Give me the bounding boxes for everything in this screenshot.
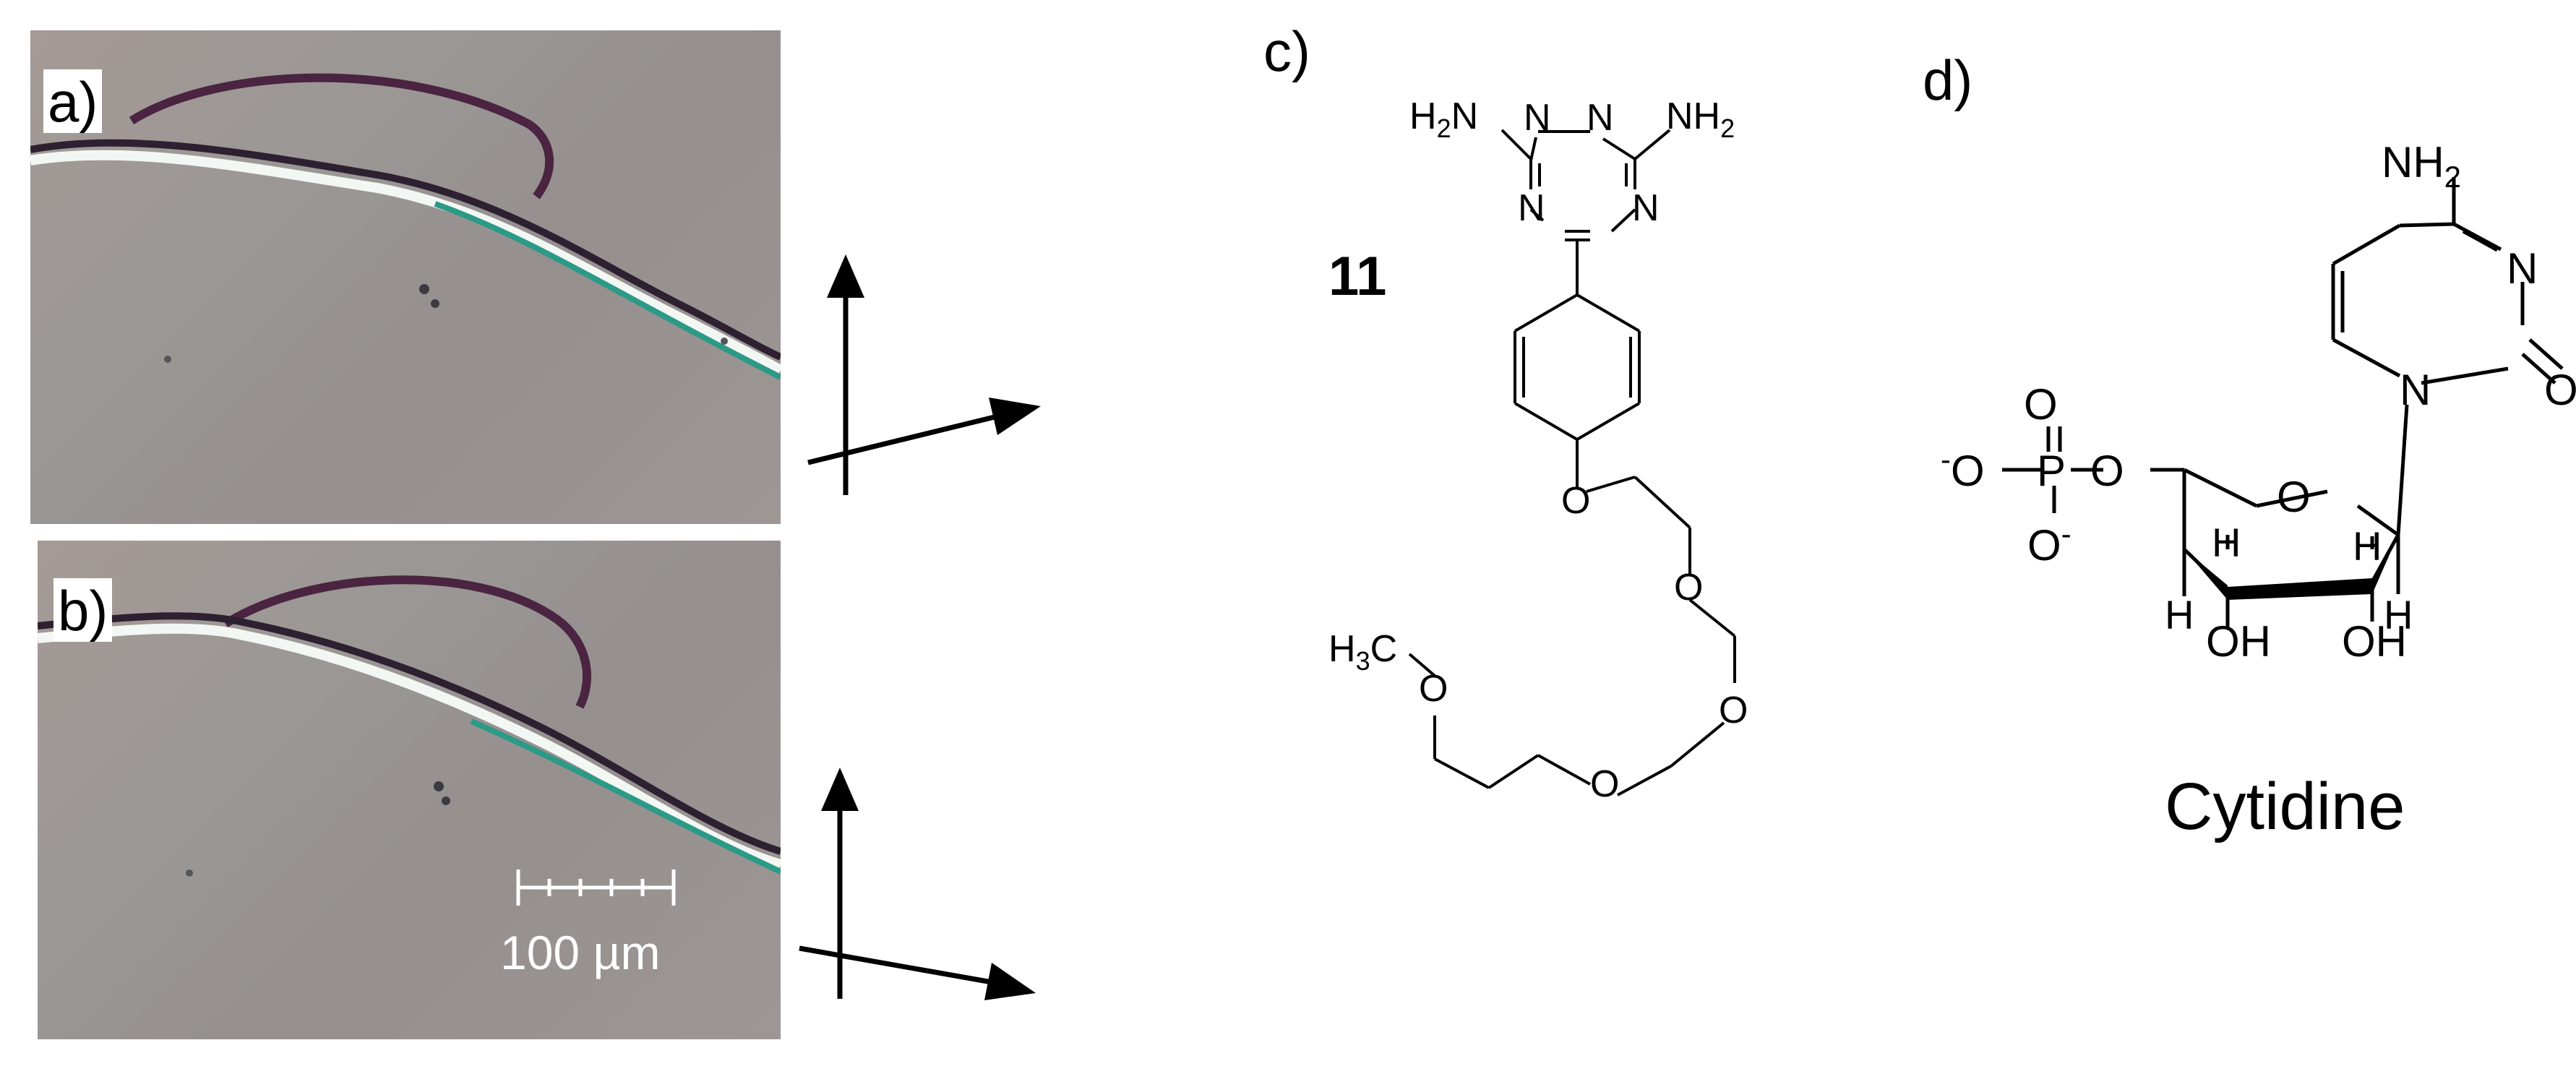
atom-label: O (1590, 763, 1619, 805)
membrane-green-edge (470, 718, 781, 875)
compound-11-atoms: N N N N NH2 H2N O O O O O H3C (1328, 95, 1748, 805)
atom-label: O (1561, 480, 1590, 522)
axes-indicator-b (799, 768, 1036, 1000)
vertical-arrowhead (821, 768, 859, 811)
amine-right: NH2 (1666, 95, 1735, 143)
methyl-group: H3C (1328, 628, 1397, 676)
atom-label: O (1674, 567, 1703, 609)
hydroxyl-group: OH (2206, 617, 2271, 666)
compound-number: 11 (1328, 246, 1387, 307)
particle (434, 781, 444, 791)
atom-label: H (2212, 520, 2241, 565)
panel-label-b: b) (53, 578, 113, 642)
atom-label: H (2384, 592, 2413, 637)
axes-indicator-a (807, 254, 1041, 495)
membrane-bright-edge (30, 150, 781, 375)
micrograph-b: b) 100 µm (38, 541, 781, 1039)
atom-label: O (2544, 366, 2576, 414)
panel-label-c: c) (1263, 20, 1310, 83)
atom-label: N (2400, 366, 2431, 414)
atom-label: O (1419, 668, 1448, 710)
atom-label: O (2024, 380, 2058, 429)
micrograph-a-features (30, 73, 781, 380)
amine-group: NH2 (2382, 138, 2461, 194)
panel-label-a: a) (43, 69, 103, 133)
vertical-arrowhead (827, 254, 864, 298)
particle (442, 796, 450, 805)
atom-label: H (2353, 523, 2382, 569)
particle (431, 299, 439, 308)
horizontal-axis-arrow (799, 945, 997, 986)
phosphate-o-minus-bottom: O- (2027, 517, 2071, 570)
atom-label: P (2037, 447, 2066, 495)
micrograph-a: a) (30, 30, 781, 524)
hydroxyl-group: OH (2342, 617, 2407, 666)
droplet-rim (129, 73, 554, 199)
panel-label-d: d) (1923, 48, 1973, 112)
phosphate-o-minus-left: -O (1941, 442, 1985, 495)
membrane-dark-edge (38, 612, 781, 855)
atom-label: N (1587, 97, 1614, 139)
ribose-bold-bond (2228, 578, 2372, 600)
atom-label: N (1524, 97, 1551, 139)
membrane-bright-edge (38, 623, 781, 869)
scale-bar-label: 100 µm (500, 926, 661, 979)
compound-name-cytidine: Cytidine (2165, 770, 2405, 843)
membrane-green-edge (434, 201, 781, 380)
ribose-wedge-left (2184, 549, 2228, 600)
membrane-dark-edge (30, 139, 781, 361)
particle (419, 284, 429, 294)
atom-label: N (1632, 187, 1660, 229)
scale-bar (516, 869, 676, 906)
atom-label: O (1719, 689, 1748, 731)
droplet-rim (223, 575, 591, 709)
cytidine-atoms: NH2 N N O O O P O -O O- H H H H OH OH (1941, 138, 2576, 666)
atom-label: H (2165, 592, 2194, 637)
atom-label: N (1518, 187, 1545, 229)
amine-left: H2N (1409, 95, 1478, 143)
particle (186, 869, 193, 877)
atom-label: N (2507, 244, 2538, 293)
ribose-wedge-right (2372, 535, 2398, 594)
cytidine-bonds (2002, 177, 2564, 627)
particle (164, 356, 171, 363)
atom-label: O (2277, 473, 2311, 521)
particle (721, 338, 728, 345)
horizontal-arrowhead (989, 398, 1041, 435)
horizontal-arrowhead (984, 963, 1036, 1000)
compound-11-bonds (1408, 129, 1736, 796)
horizontal-axis-arrow (807, 413, 998, 465)
micrograph-b-features (38, 575, 781, 906)
atom-label: O (2090, 447, 2124, 495)
